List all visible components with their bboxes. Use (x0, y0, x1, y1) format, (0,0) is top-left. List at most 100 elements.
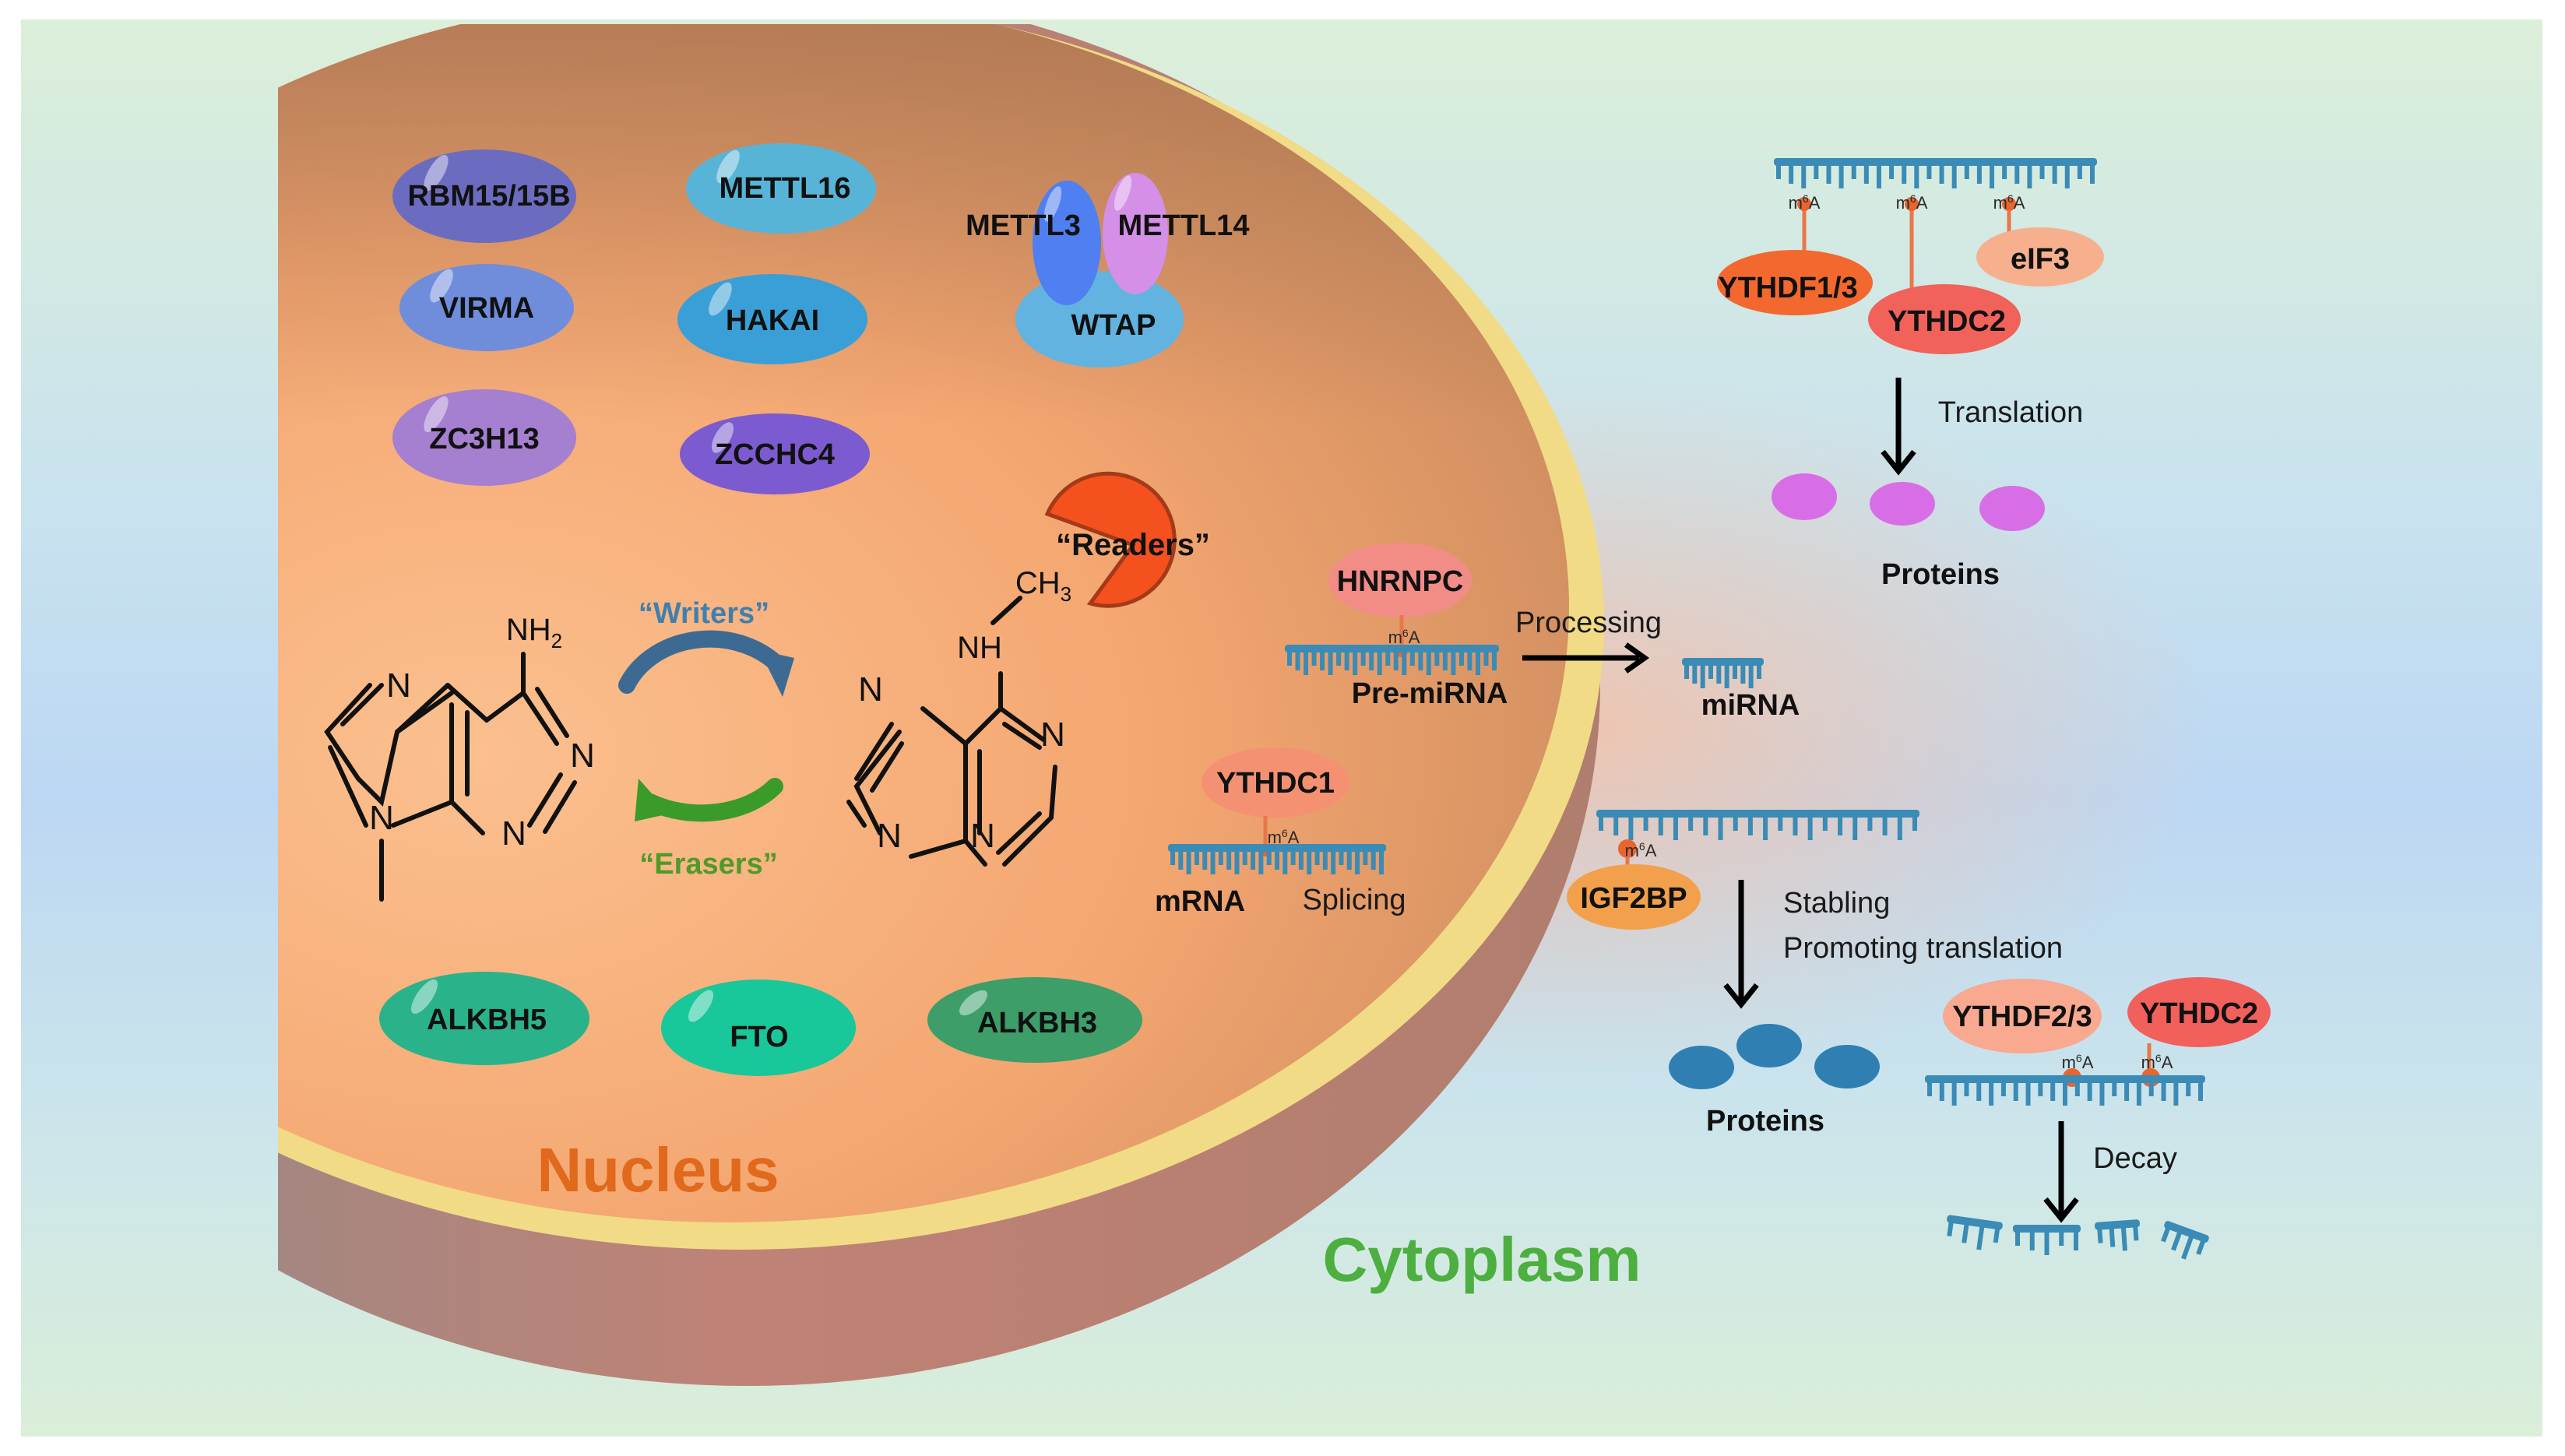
rna-nucleotide (1599, 814, 1603, 831)
rna-backbone (1774, 158, 2097, 166)
rna-nucleotide (1360, 649, 1366, 666)
protein-alkbh5[interactable]: ALKBH5 (379, 972, 589, 1065)
rna-nucleotide (2015, 1229, 2020, 1246)
rna-nucleotide (2077, 162, 2082, 179)
rna-nucleotide (1186, 848, 1191, 874)
rna-nucleotide (2027, 162, 2032, 188)
protein-ythdf2-3[interactable]: YTHDF2/3 (1943, 979, 2102, 1053)
rna-nucleotide (1927, 1079, 1932, 1096)
rna-nucleotide (2044, 1229, 2050, 1255)
protein-label: YTHDF2/3 (1952, 1001, 2092, 1033)
rna-nucleotide (1700, 662, 1705, 688)
protein-ythdc2[interactable]: YTHDC2 (1868, 284, 2021, 354)
rna-nucleotide (2186, 1079, 2191, 1096)
m6a-mark: m6A (1388, 627, 1420, 647)
mirna-label: miRNA (1701, 689, 1800, 722)
rna-nucleotide (1964, 162, 1969, 179)
rna-nucleotide (1801, 162, 1807, 188)
rna-nucleotide (2014, 162, 2020, 184)
rna-nucleotide (2196, 1237, 2207, 1255)
protein-zcchc4[interactable]: ZCCHC4 (680, 413, 870, 494)
rna-nucleotide (2039, 162, 2045, 179)
protein-ythdf1-3[interactable]: YTHDF1/3 (1717, 250, 1873, 315)
protein-alkbh3[interactable]: ALKBH3 (927, 977, 1142, 1063)
rna-nucleotide (2099, 1079, 2105, 1106)
rna-nucleotide (2097, 1226, 2103, 1243)
mettl14-label: METTL14 (1118, 209, 1250, 242)
mrna-strand (1168, 844, 1386, 874)
protein-hakai[interactable]: HAKAI (677, 274, 867, 364)
protein-label: YTHDF1/3 (1718, 272, 1857, 304)
rna-nucleotide (2112, 1079, 2117, 1096)
atom-n: N (970, 817, 995, 855)
translation-label: Translation (1938, 396, 2084, 429)
protein-rbm15[interactable]: RBM15/15B (392, 149, 576, 243)
decay-label: Decay (2093, 1142, 2177, 1175)
processing-label: Processing (1515, 607, 1662, 639)
protein-label: VIRMA (439, 292, 534, 325)
nucleus-label: Nucleus (537, 1135, 779, 1205)
rna-nucleotide (1363, 848, 1368, 865)
methyl-label: CH3 (1015, 566, 1071, 606)
rna-nucleotide (1976, 162, 1982, 184)
rna-nucleotide (1258, 848, 1264, 874)
rna-nucleotide (1202, 848, 1208, 870)
rna-nucleotide (2064, 162, 2070, 188)
rna-nucleotide (1740, 662, 1746, 684)
rna-nucleotide (1418, 649, 1423, 670)
protein-eif3[interactable]: eIF3 (1976, 227, 2104, 287)
protein-label: YTHDC2 (1888, 305, 2006, 338)
protein-zc3h13[interactable]: ZC3H13 (392, 389, 576, 486)
rna-nucleotide (1483, 649, 1489, 666)
protein-blob (1979, 486, 2045, 531)
rna-nucleotide (1210, 848, 1216, 874)
rna-nucleotide (1346, 848, 1352, 870)
protein-blob (1814, 1045, 1880, 1088)
rna-backbone (2094, 1219, 2141, 1230)
nucleus (278, 24, 1604, 1386)
rna-nucleotide (1747, 814, 1753, 835)
rna-nucleotide (1673, 814, 1678, 840)
protein-label: ALKBH3 (977, 1007, 1097, 1039)
rna-nucleotide (2173, 1079, 2179, 1106)
protein-label: YTHDC1 (1216, 767, 1335, 800)
rna-nucleotide (1295, 649, 1300, 670)
protein-ythdc1[interactable]: YTHDC1 (1202, 747, 1349, 818)
splicing-label: Splicing (1302, 884, 1406, 916)
rna-nucleotide (1882, 814, 1888, 835)
rna-nucleotide (1393, 649, 1399, 670)
rna-nucleotide (1939, 162, 1944, 184)
rna-nucleotide (1402, 649, 1407, 675)
rna-nucleotide (1778, 814, 1783, 831)
readers-label: “Readers” (1056, 528, 1210, 562)
rna-backbone (1285, 645, 1499, 652)
writer-proteins: RBM15/15B METTL16 VIRMA HAKAI ZC3H13 ZCC… (392, 143, 1249, 494)
mettl3-mettl14-wtap-complex[interactable]: METTL3 METTL14 WTAP (966, 173, 1249, 368)
protein-ythdc2-decay[interactable]: YTHDC2 (2127, 977, 2271, 1047)
rna-nucleotide (1814, 162, 1819, 179)
atom-n: N (386, 666, 411, 705)
erasers-label: “Erasers” (639, 848, 777, 881)
rna-nucleotide (1793, 814, 1798, 835)
mirna-strand (1682, 658, 1764, 688)
protein-hnrnpc[interactable]: HNRNPC (1328, 543, 1472, 617)
rna-nucleotide (1311, 649, 1317, 666)
rna-nucleotide (1409, 649, 1415, 666)
protein-blob (1736, 1024, 1802, 1067)
mrna-label: mRNA (1155, 885, 1245, 918)
protein-mettl16[interactable]: METTL16 (686, 143, 876, 234)
rna-nucleotide (1628, 814, 1634, 840)
cytoplasm-translation: m6A m6A m6A YTHDF1/3 YTHDC2 eIF3 Transla… (1717, 158, 2104, 591)
protein-igf2bp[interactable]: IGF2BP (1567, 864, 1701, 930)
protein-virma[interactable]: VIRMA (399, 264, 574, 351)
cytoplasm-label: Cytoplasm (1323, 1225, 1641, 1294)
rna-nucleotide (1234, 848, 1240, 874)
rna-nucleotide (2029, 1229, 2035, 1250)
protein-label: ZC3H13 (429, 423, 540, 455)
rna-nucleotide (2181, 1233, 2195, 1260)
protein-fto[interactable]: FTO (661, 979, 856, 1076)
rna-backbone (1947, 1215, 2003, 1230)
rna-nucleotide (1838, 814, 1843, 835)
protein-label: eIF3 (2011, 243, 2070, 276)
decayed-rna-fragment (2013, 1225, 2081, 1255)
